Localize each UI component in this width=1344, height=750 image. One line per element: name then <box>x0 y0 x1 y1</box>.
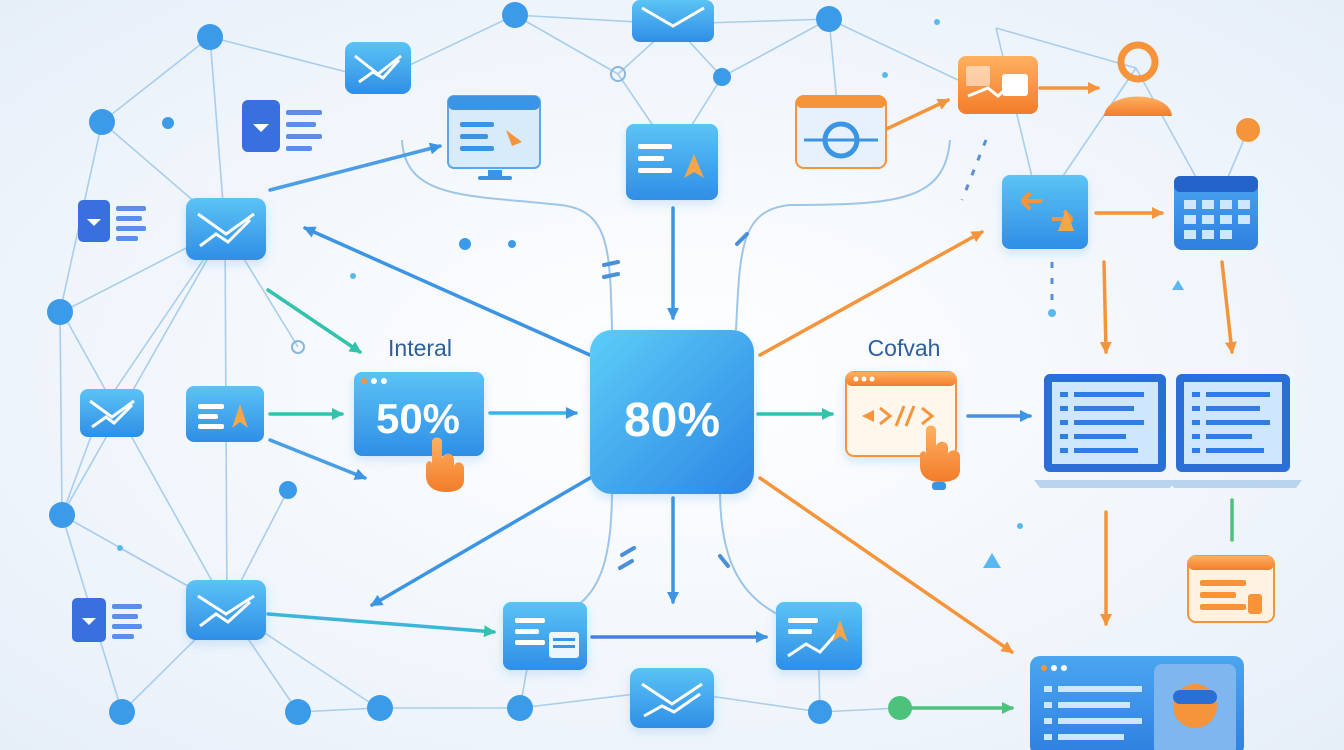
dashed-link <box>960 139 988 201</box>
checklist-icon <box>78 200 146 242</box>
document-icon <box>776 602 862 670</box>
node-dot <box>49 502 75 528</box>
email-chart-icon <box>186 198 266 260</box>
node-dot <box>502 2 528 28</box>
node-dot <box>279 481 297 499</box>
document-icon <box>503 602 587 670</box>
email-chart-icon <box>80 389 144 437</box>
node-dot <box>816 6 842 32</box>
code-window-icon <box>795 95 887 169</box>
hub-progress-value: 80% <box>624 394 720 447</box>
network-nodes <box>47 2 842 725</box>
node-dot <box>197 24 223 50</box>
progress-card-left <box>354 372 484 456</box>
user-icon <box>1104 41 1172 116</box>
sparkle-dot <box>1017 523 1023 529</box>
node-dot <box>713 68 731 86</box>
sparkle-dot <box>117 545 123 551</box>
email-chart-icon <box>632 0 714 42</box>
checklist-icon <box>72 598 142 642</box>
node-dot <box>507 695 533 721</box>
sparkle-dot <box>934 19 940 25</box>
node-dot <box>47 299 73 325</box>
document-icon <box>186 386 264 442</box>
node-dot <box>367 695 393 721</box>
node-ring <box>291 340 305 354</box>
node-dot <box>459 238 471 250</box>
sparkle-dot <box>1048 309 1056 317</box>
hand-pointer-icon <box>920 425 960 490</box>
node-dot-green <box>888 696 912 720</box>
node-ring <box>610 66 626 82</box>
node-dot <box>162 117 174 129</box>
document-icon <box>1002 175 1088 249</box>
sparkle-triangle <box>1172 280 1184 290</box>
node-dot <box>109 699 135 725</box>
left-caption: Interal <box>388 335 452 361</box>
document-icon <box>1187 555 1275 623</box>
right-caption: Cofvah <box>868 335 941 361</box>
monitor-icon <box>447 95 541 180</box>
flow-arrows <box>266 82 1237 714</box>
node-dot <box>808 700 832 724</box>
laptop-icon <box>1034 374 1176 488</box>
sparkle-dot <box>350 273 356 279</box>
node-dot <box>89 109 115 135</box>
node-dot <box>285 699 311 725</box>
central-hub <box>590 330 754 494</box>
node-dot-orange <box>1236 118 1260 142</box>
hand-pointer-icon <box>426 437 464 492</box>
calendar-icon <box>1174 176 1258 250</box>
node-dot <box>508 240 516 248</box>
sparkle-triangle <box>983 553 1001 568</box>
left-progress-value: 50% <box>376 395 460 442</box>
checklist-icon <box>242 100 322 152</box>
link-dashes <box>602 232 749 570</box>
email-chart-icon <box>345 42 411 94</box>
code-window-icon <box>958 56 1038 114</box>
sparkle-dot <box>882 72 888 78</box>
laptop-icon <box>1168 374 1302 488</box>
monitor-icon <box>1030 656 1244 750</box>
email-chart-icon <box>186 580 266 640</box>
document-icon <box>626 124 718 200</box>
email-chart-icon <box>630 668 714 728</box>
